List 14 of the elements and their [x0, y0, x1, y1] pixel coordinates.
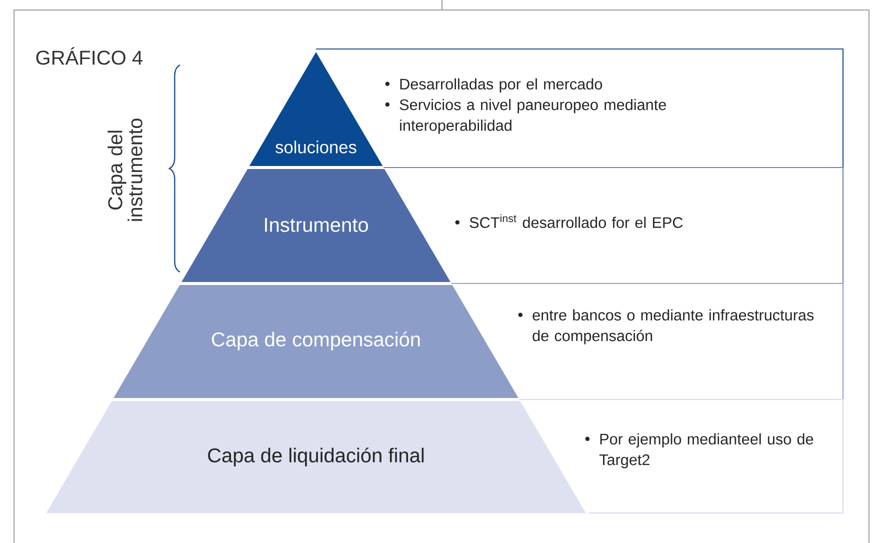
brace-label: Capa del instrumento: [108, 118, 142, 221]
node-label: entre bancos o mediante infraestructuras de compensación: [532, 309, 814, 344]
figure-title: GRÁFICO 4: [36, 47, 142, 65]
pyramid-layer: soluciones: [249, 52, 383, 166]
node-label: Servicios a nivel paneuropeo mediante interoperabilidad: [400, 98, 666, 134]
pyramid-layer: Instrumento: [182, 169, 450, 282]
description-box: SCT$^{inst}$ desarrollado for el EPC: [384, 166, 844, 284]
pyramid-layer: Capa de liquidación final: [46, 401, 586, 513]
node-label: Por ejemplo medianteel uso de Target2: [599, 433, 814, 468]
node-label: Desarrolladas por el mercado: [400, 78, 602, 93]
pyramid-layer: Capa de compensación: [114, 285, 518, 398]
description-box: entre bancos o mediante infraestructuras de compensación: [451, 282, 844, 400]
description-box: Por ejemplo medianteel uso de Target2: [519, 398, 844, 514]
node-label: SCT$^{inst}$ desarrollado for el EPC: [470, 214, 683, 228]
